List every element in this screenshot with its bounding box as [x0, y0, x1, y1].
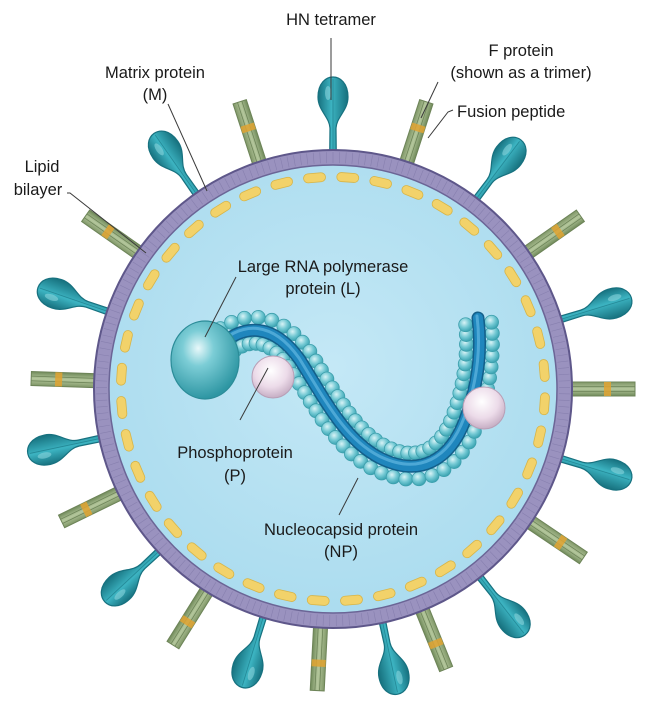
matrix-protein-unit	[306, 595, 330, 606]
matrix-protein-unit	[340, 594, 363, 606]
fusion-peptide-icon	[101, 223, 116, 240]
matrix-protein-unit	[462, 539, 482, 559]
label-polymerase-l: protein (L)	[285, 280, 360, 298]
np-bead	[250, 310, 266, 325]
fusion-peptide-icon	[550, 223, 565, 240]
matrix-protein-unit	[239, 186, 262, 202]
matrix-protein-unit	[120, 330, 133, 353]
np-bead	[411, 471, 427, 487]
fusion-peptide-icon	[428, 637, 444, 650]
membrane-texture	[96, 152, 570, 626]
label-hn-tetramer: HN tetramer	[286, 11, 376, 29]
label-bilayer: bilayer	[14, 181, 63, 199]
leader-nucleocapsid	[338, 477, 359, 516]
matrix-protein-unit	[369, 176, 392, 189]
matrix-protein-unit	[539, 392, 550, 416]
leader-polymerase	[204, 276, 237, 338]
np-bead	[236, 310, 252, 326]
matrix-protein-unit	[532, 326, 546, 349]
phosphoprotein-icon	[462, 386, 506, 430]
matrix-protein-unit	[242, 578, 265, 593]
phosphoprotein-icon	[251, 355, 295, 399]
np-bead	[398, 471, 414, 487]
label-lipid: Lipid	[25, 158, 60, 176]
matrix-protein-unit	[522, 457, 537, 480]
np-bead	[385, 469, 401, 485]
label-fusion-peptide: Fusion peptide	[457, 103, 565, 121]
label-f-protein-note: (shown as a trimer)	[450, 64, 591, 82]
matrix-protein-unit	[404, 576, 427, 592]
matrix-protein-unit	[129, 298, 144, 321]
np-bead	[276, 318, 292, 334]
matrix-protein-unit	[533, 425, 546, 448]
matrix-protein-unit	[504, 266, 522, 288]
matrix-protein-unit	[186, 542, 207, 561]
matrix-protein-unit	[373, 588, 396, 602]
polymerase-l-icon	[170, 320, 240, 400]
fusion-peptide-icon	[553, 534, 568, 551]
matrix-protein-unit	[116, 396, 128, 419]
matrix-protein-unit	[270, 176, 293, 190]
matrix-protein-unit	[483, 240, 503, 260]
label-f-protein: F protein	[488, 42, 553, 60]
label-nucleocapsid-np: (NP)	[324, 543, 358, 561]
fusion-peptide-icon	[179, 615, 196, 629]
matrix-protein-unit	[401, 185, 424, 200]
fusion-peptide-icon	[311, 659, 326, 667]
leader-lines	[67, 38, 454, 516]
matrix-protein-unit	[130, 460, 146, 483]
matrix-protein-unit	[144, 490, 162, 512]
rna-highlight	[212, 314, 480, 466]
leader-lipid	[67, 192, 147, 254]
fusion-peptide-icon	[80, 501, 93, 518]
np-bead	[446, 454, 462, 469]
matrix-protein-unit	[184, 219, 204, 239]
label-matrix-protein: Matrix protein	[105, 64, 205, 82]
matrix-protein-unit	[336, 172, 360, 183]
nucleocapsid	[170, 310, 506, 487]
fusion-peptide-icon	[240, 122, 256, 134]
label-phosphoprotein-p: (P)	[224, 467, 246, 485]
np-bead	[436, 462, 452, 478]
matrix-protein-unit	[506, 487, 523, 509]
matrix-protein-unit	[434, 560, 456, 578]
matrix-protein-unit	[431, 199, 453, 216]
leader-f-protein	[420, 81, 439, 119]
matrix-protein-unit	[538, 359, 550, 382]
matrix-protein-layer	[116, 172, 550, 606]
fusion-peptide-icon	[54, 372, 63, 387]
matrix-protein-unit	[459, 217, 480, 236]
matrix-protein-unit	[486, 515, 505, 536]
fusion-peptide-icon	[410, 122, 426, 134]
leader-fusion-peptide	[427, 109, 454, 139]
matrix-protein-unit	[163, 518, 183, 538]
matrix-protein-unit	[120, 429, 134, 452]
matrix-protein-unit	[116, 362, 127, 386]
label-nucleocapsid: Nucleocapsid protein	[264, 521, 418, 539]
label-matrix-abbrev: (M)	[143, 86, 168, 104]
np-bead	[484, 314, 499, 330]
matrix-protein-unit	[161, 242, 180, 263]
np-bead	[224, 314, 239, 330]
leader-phosphoprotein	[239, 367, 269, 421]
label-polymerase: Large RNA polymerase	[238, 258, 409, 276]
matrix-protein-unit	[143, 269, 160, 291]
np-bead	[458, 317, 474, 333]
hn-tetramer-icon	[317, 76, 349, 176]
matrix-protein-unit	[210, 200, 232, 218]
matrix-protein-unit	[303, 172, 326, 184]
matrix-protein-unit	[213, 562, 235, 579]
labels: HN tetramer F protein (shown as a trimer…	[14, 11, 592, 561]
matrix-protein-unit	[274, 589, 297, 602]
matrix-protein-unit	[520, 295, 536, 318]
fusion-peptide-icon	[604, 382, 611, 396]
leader-matrix	[167, 103, 208, 192]
label-phosphoprotein: Phosphoprotein	[177, 444, 293, 462]
